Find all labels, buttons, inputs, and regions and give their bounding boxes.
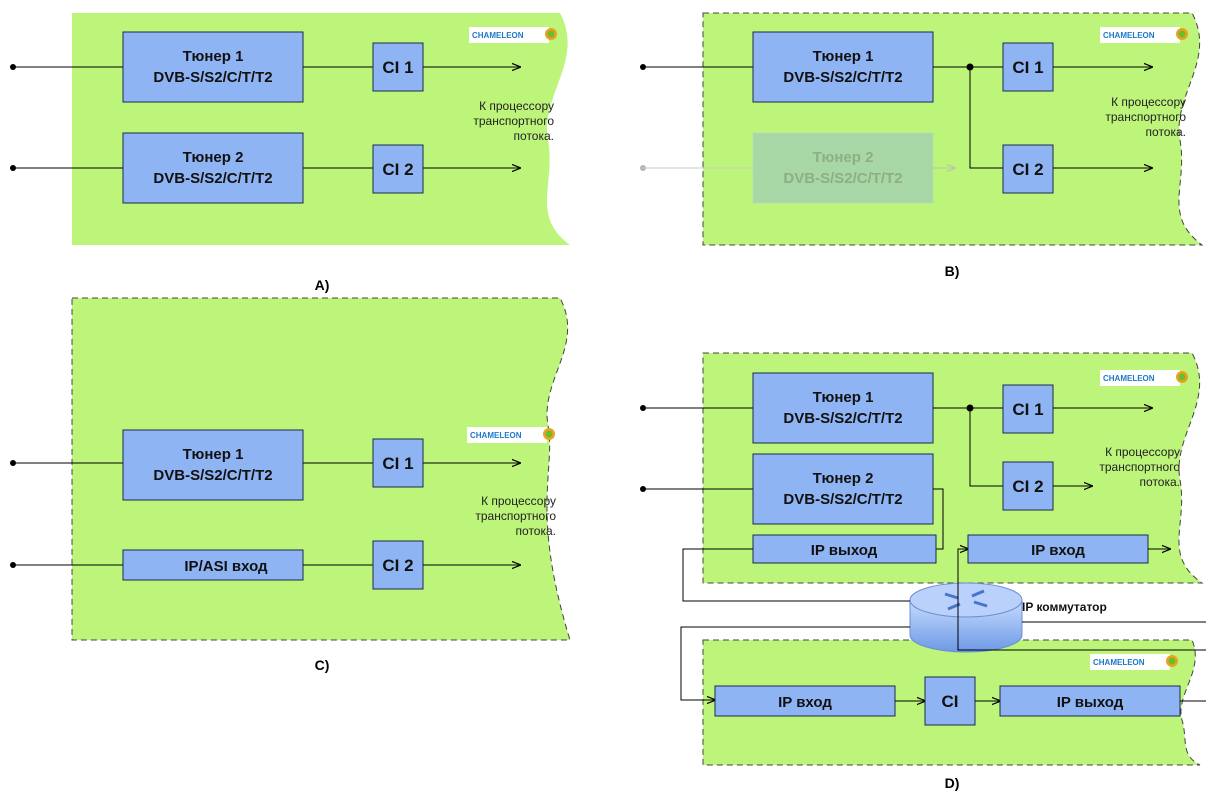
logo-text: CHAMELEON xyxy=(472,31,524,40)
wire xyxy=(682,548,910,602)
tuner-1-label: Тюнер 1 xyxy=(813,389,874,406)
wire xyxy=(933,488,944,550)
switch-top xyxy=(909,582,1023,618)
ci-1-label: CI 1 xyxy=(1012,400,1043,419)
logo-text: CHAMELEON xyxy=(1093,658,1145,667)
note-line: потока. xyxy=(1146,125,1186,139)
panel-caption: A) xyxy=(315,277,330,293)
logo-text: CHAMELEON xyxy=(470,431,522,440)
ci-1-label: CI 1 xyxy=(382,454,413,473)
tuner-1-standard: DVB-S/S2/C/T/T2 xyxy=(783,69,902,86)
ci-1-block xyxy=(1002,384,1054,434)
tuner-1-block xyxy=(752,372,934,444)
tuner-1-label: Тюнер 1 xyxy=(183,446,244,463)
wire xyxy=(680,626,910,700)
ip-asi-input-label: IP/ASI вход xyxy=(184,558,268,575)
wire xyxy=(969,408,1003,487)
tuner-1-block xyxy=(752,31,934,103)
tuner-1-standard: DVB-S/S2/C/T/T2 xyxy=(153,467,272,484)
ip-asi-input-block xyxy=(122,549,304,581)
wire xyxy=(957,549,1206,651)
panel-caption: D) xyxy=(945,775,960,791)
tuner-2-standard: DVB-S/S2/C/T/T2 xyxy=(153,170,272,187)
ci-1-block xyxy=(372,42,424,92)
note-line: К процессору xyxy=(481,494,556,508)
note-line: потока. xyxy=(514,129,554,143)
note-line: транспортного xyxy=(1105,110,1186,124)
ci-bottom-block xyxy=(924,676,976,726)
ip-input-bottom-label: IP вход xyxy=(778,694,832,711)
note-line: К процессору xyxy=(479,99,554,113)
tuner-1-standard: DVB-S/S2/C/T/T2 xyxy=(783,410,902,427)
note-line: потока. xyxy=(516,524,556,538)
panel-caption: B) xyxy=(945,263,960,279)
ci-1-label: CI 1 xyxy=(1012,58,1043,77)
tuner-2-standard: DVB-S/S2/C/T/T2 xyxy=(783,491,902,508)
note-line: транспортного xyxy=(473,114,554,128)
wire xyxy=(969,67,1003,169)
ci-bottom-label: CI xyxy=(942,692,959,711)
tuner-1-standard: DVB-S/S2/C/T/T2 xyxy=(153,69,272,86)
ci-1-block xyxy=(1002,42,1054,92)
panel-c: CHAMELEON Тюнер 1 DVB-S/S2/C/T/T2 IP/ASI… xyxy=(10,297,571,673)
panel-b: CHAMELEON Тюнер 1 DVB-S/S2/C/T/T2 Тюнер … xyxy=(640,12,1204,279)
ci-2-block xyxy=(372,144,424,194)
ci-2-block xyxy=(1002,144,1054,194)
note-line: транспортного xyxy=(475,509,556,523)
logo-text: CHAMELEON xyxy=(1103,374,1155,383)
chameleon-logo: CHAMELEON xyxy=(469,27,557,43)
note-line: К процессору xyxy=(1111,95,1186,109)
ip-input-bottom-block xyxy=(714,685,896,717)
ci-2-label: CI 2 xyxy=(382,160,413,179)
chameleon-logo: CHAMELEON xyxy=(1090,654,1178,670)
ci-1-block xyxy=(372,438,424,488)
chameleon-logo: CHAMELEON xyxy=(1100,370,1188,386)
chameleon-logo: CHAMELEON xyxy=(467,427,555,443)
chameleon-logo: CHAMELEON xyxy=(1100,27,1188,43)
ip-output-top-label: IP выход xyxy=(811,542,878,559)
tuner-2-block xyxy=(122,132,304,204)
ci-2-label: CI 2 xyxy=(382,556,413,575)
note-line: потока. xyxy=(1140,475,1180,489)
note-line: К процессору xyxy=(1105,445,1180,459)
ip-output-bottom-label: IP выход xyxy=(1057,694,1124,711)
ip-input-top-label: IP вход xyxy=(1031,542,1085,559)
ip-input-top-block xyxy=(967,534,1149,564)
ci-2-block xyxy=(372,540,424,590)
tuner-2-label: Тюнер 2 xyxy=(813,470,874,487)
tuner-1-label: Тюнер 1 xyxy=(813,48,874,65)
panel-caption: C) xyxy=(315,657,330,673)
ip-switch xyxy=(909,582,1023,653)
tuner-2-block-inactive xyxy=(752,132,934,204)
tuner-1-label: Тюнер 1 xyxy=(183,48,244,65)
note-line: транспортного xyxy=(1099,460,1180,474)
panel-d: CHAMELEON CHAMELEON Тюнер 1 DVB-S/S2/C/T… xyxy=(640,352,1206,791)
tuner-2-label: Тюнер 2 xyxy=(183,149,244,166)
logo-text: CHAMELEON xyxy=(1103,31,1155,40)
ci-2-label: CI 2 xyxy=(1012,160,1043,179)
tuner-2-standard: DVB-S/S2/C/T/T2 xyxy=(783,170,902,187)
ci-2-block xyxy=(1002,461,1054,511)
panel-a: CHAMELEON Тюнер 1 DVB-S/S2/C/T/T2 Тюнер … xyxy=(10,13,570,293)
tuner-1-block xyxy=(122,429,304,501)
tuner-2-block xyxy=(752,453,934,525)
ip-switch-label: IP коммутатор xyxy=(1022,600,1107,614)
ci-2-label: CI 2 xyxy=(1012,477,1043,496)
ci-1-label: CI 1 xyxy=(382,58,413,77)
tuner-1-block xyxy=(122,31,304,103)
tuner-2-label: Тюнер 2 xyxy=(813,149,874,166)
